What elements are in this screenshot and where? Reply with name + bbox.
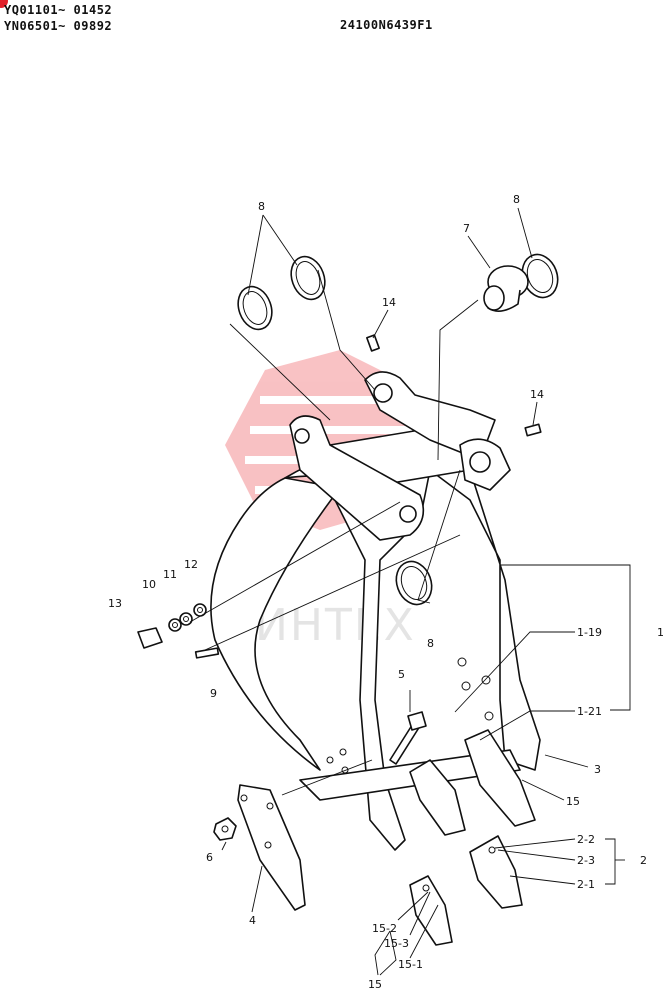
tooth-adapter-right xyxy=(464,729,536,827)
callout-1-21: 1-21 xyxy=(577,705,602,718)
serial-range-1: YQ01101~ 01452 xyxy=(4,3,113,17)
callout-8: 8 xyxy=(513,193,520,206)
tooth-adapter-left xyxy=(409,759,466,836)
callout-4: 4 xyxy=(249,914,256,927)
watermark-text: ИНТЕХ xyxy=(255,600,416,651)
callout-9: 9 xyxy=(210,687,217,700)
bucket-body xyxy=(210,371,541,851)
callout-6: 6 xyxy=(206,851,213,864)
callout-14: 14 xyxy=(382,296,396,309)
callout-2: 2 xyxy=(640,854,647,867)
o-ring-left-2 xyxy=(290,255,326,301)
callout-15: 15 xyxy=(566,795,580,808)
callout-8: 8 xyxy=(427,637,434,650)
drawing-number: 24100N6439F1 xyxy=(340,18,433,32)
callout-2-3: 2-3 xyxy=(577,854,595,867)
callout-10: 10 xyxy=(142,578,156,591)
callout-1: 1 xyxy=(657,626,664,639)
bolt xyxy=(389,711,427,765)
callout-15-1: 15-1 xyxy=(398,958,423,971)
bushing xyxy=(483,265,529,312)
callout-8: 8 xyxy=(258,200,265,213)
tooth-point xyxy=(469,835,523,909)
callout-5: 5 xyxy=(398,668,405,681)
leader-lines xyxy=(189,207,631,976)
side-cutter xyxy=(237,784,306,911)
serial-range-2: YN06501~ 09892 xyxy=(4,19,113,33)
callout-13: 13 xyxy=(108,597,122,610)
callout-15: 15 xyxy=(368,978,382,991)
callout-7: 7 xyxy=(463,222,470,235)
pin-right xyxy=(524,423,542,437)
callout-11: 11 xyxy=(163,568,177,581)
tooth-point-lower xyxy=(409,875,453,946)
callout-15-3: 15-3 xyxy=(384,937,409,950)
nut xyxy=(213,817,237,841)
callout-15-2: 15-2 xyxy=(372,922,397,935)
callout-14: 14 xyxy=(530,388,544,401)
pin-left xyxy=(366,334,380,352)
callout-12: 12 xyxy=(184,558,198,571)
callout-1-19: 1-19 xyxy=(577,626,602,639)
callout-2-2: 2-2 xyxy=(577,833,595,846)
callout-3: 3 xyxy=(594,763,601,776)
red-dot-icon xyxy=(0,0,8,8)
o-ring-left-1 xyxy=(237,285,273,331)
callout-2-1: 2-1 xyxy=(577,878,595,891)
